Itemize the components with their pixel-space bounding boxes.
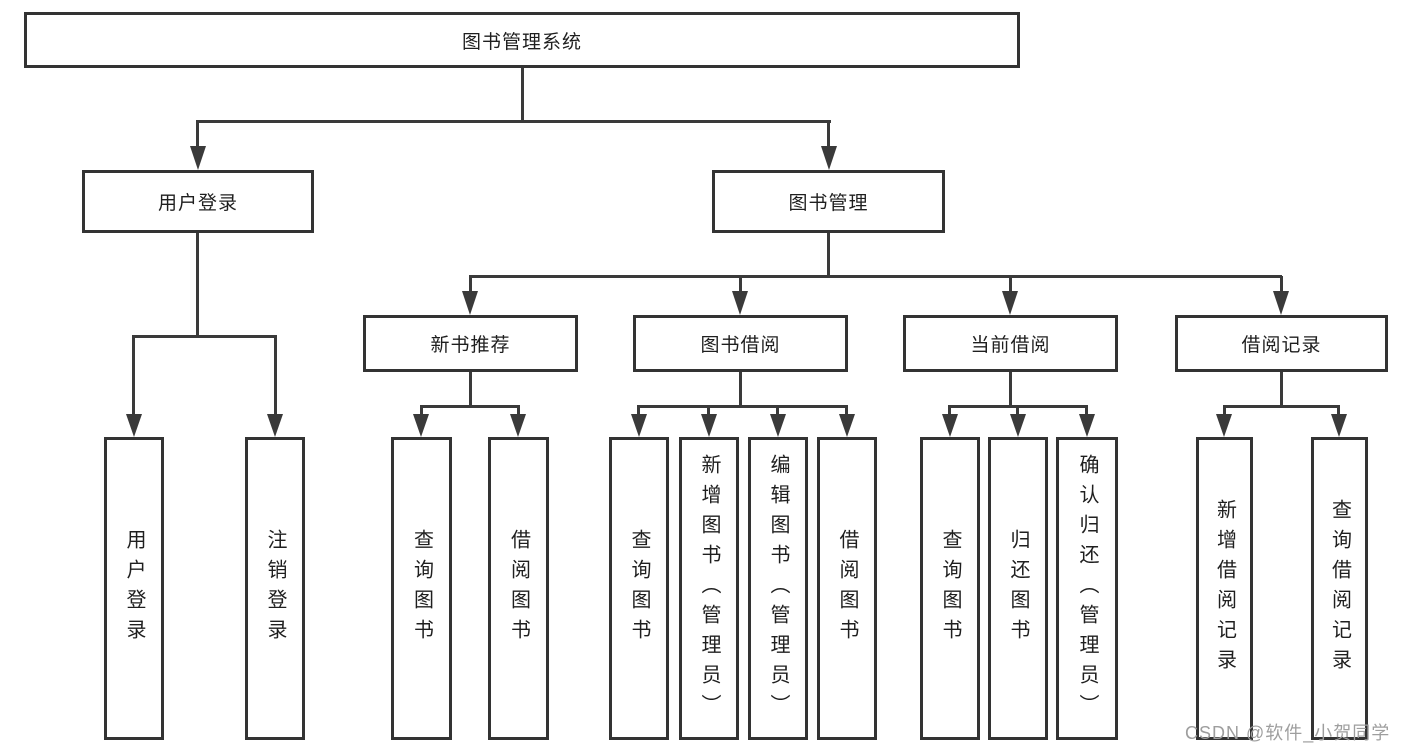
leaf-borrow-books-1: 借阅图书 xyxy=(488,437,549,740)
connector-leaf-drop xyxy=(1337,406,1340,415)
arrowhead-leaf-icon xyxy=(1010,414,1026,437)
leaf-label: 确认归还（管理员） xyxy=(1076,453,1098,724)
connector-level3-drop-1 xyxy=(469,276,472,292)
connector-level2-branch xyxy=(196,120,831,123)
leaf-confirm-return-admin: 确认归还（管理员） xyxy=(1056,437,1118,740)
node-borrowing-records: 借阅记录 xyxy=(1175,315,1388,372)
connector-borrowing-branch xyxy=(637,405,848,408)
arrowhead-leaf-icon xyxy=(1331,414,1347,437)
leaf-label: 归还图书 xyxy=(1007,528,1029,649)
leaf-user-login: 用户登录 xyxy=(104,437,164,740)
connector-borrowing-stem xyxy=(739,372,742,407)
connector-mgmt-stem xyxy=(827,233,830,277)
connector-user-drop-1 xyxy=(132,336,135,414)
connector-root-stem xyxy=(521,66,524,122)
node-root-system: 图书管理系统 xyxy=(24,12,1020,68)
leaf-add-books-admin: 新增图书（管理员） xyxy=(679,437,739,740)
leaf-query-books-3: 查询图书 xyxy=(920,437,980,740)
connector-user-branch xyxy=(132,335,277,338)
leaf-label: 借阅图书 xyxy=(507,528,530,649)
arrowhead-leaf-icon xyxy=(631,414,647,437)
arrowhead-leaf-icon xyxy=(413,414,429,437)
connector-current-stem xyxy=(1009,372,1012,407)
leaf-query-borrow-record: 查询借阅记录 xyxy=(1311,437,1368,740)
leaf-label: 注销登录 xyxy=(264,528,286,649)
connector-leaf-drop xyxy=(845,406,848,415)
node-label: 用户登录 xyxy=(157,193,238,214)
arrowhead-book-mgmt-icon xyxy=(821,146,837,170)
node-new-book-recommend: 新书推荐 xyxy=(363,315,578,372)
leaf-edit-books-admin: 编辑图书（管理员） xyxy=(748,437,808,740)
connector-level2-drop-left xyxy=(196,121,199,147)
node-label: 当前借阅 xyxy=(970,335,1051,356)
connector-leaf-drop xyxy=(420,406,423,415)
connector-newbooks-stem xyxy=(469,372,472,407)
arrowhead-leaf-icon xyxy=(510,414,526,437)
leaf-label: 编辑图书（管理员） xyxy=(767,453,789,724)
node-label: 图书管理 xyxy=(788,193,869,214)
connector-leaf-drop xyxy=(948,406,951,415)
arrowhead-leaf-icon xyxy=(126,414,142,437)
arrowhead-leaf-icon xyxy=(770,414,786,437)
node-current-borrowing: 当前借阅 xyxy=(903,315,1118,372)
leaf-borrow-books-2: 借阅图书 xyxy=(817,437,877,740)
arrowhead-borrowing-icon xyxy=(732,291,748,315)
arrowhead-leaf-icon xyxy=(839,414,855,437)
leaf-label: 查询图书 xyxy=(410,528,433,649)
arrowhead-new-books-icon xyxy=(462,291,478,315)
connector-level3-drop-3 xyxy=(1009,276,1012,292)
node-label: 新书推荐 xyxy=(430,335,511,356)
connector-leaf-drop xyxy=(1223,406,1226,415)
node-user-login-branch: 用户登录 xyxy=(82,170,314,233)
node-label: 图书借阅 xyxy=(700,335,781,356)
leaf-query-books-2: 查询图书 xyxy=(609,437,669,740)
connector-leaf-drop xyxy=(1085,406,1088,415)
connector-level3-branch xyxy=(469,275,1282,278)
arrowhead-leaf-icon xyxy=(267,414,283,437)
connector-newbooks-branch xyxy=(420,405,520,408)
connector-level2-drop-right xyxy=(827,121,830,147)
connector-leaf-drop xyxy=(637,406,640,415)
connector-records-branch xyxy=(1223,405,1340,408)
connector-level3-drop-2 xyxy=(739,276,742,292)
arrowhead-current-icon xyxy=(1002,291,1018,315)
leaf-label: 借阅图书 xyxy=(836,528,858,649)
connector-user-drop-2 xyxy=(274,336,277,414)
connector-level3-drop-4 xyxy=(1280,276,1283,292)
arrowhead-records-icon xyxy=(1273,291,1289,315)
connector-leaf-drop xyxy=(1016,406,1019,415)
connector-leaf-drop xyxy=(707,406,710,415)
leaf-add-borrow-record: 新增借阅记录 xyxy=(1196,437,1253,740)
arrowhead-leaf-icon xyxy=(1079,414,1095,437)
connector-records-stem xyxy=(1280,372,1283,407)
leaf-label: 新增借阅记录 xyxy=(1213,498,1236,679)
leaf-logout: 注销登录 xyxy=(245,437,305,740)
connector-leaf-drop xyxy=(517,406,520,415)
connector-user-stem xyxy=(196,233,199,337)
connector-leaf-drop xyxy=(776,406,779,415)
leaf-label: 新增图书（管理员） xyxy=(698,453,720,724)
leaf-query-books-1: 查询图书 xyxy=(391,437,452,740)
leaf-return-books: 归还图书 xyxy=(988,437,1048,740)
node-book-management: 图书管理 xyxy=(712,170,945,233)
node-label: 图书管理系统 xyxy=(461,31,582,53)
node-label: 借阅记录 xyxy=(1241,335,1322,356)
node-book-borrowing: 图书借阅 xyxy=(633,315,848,372)
leaf-label: 查询借阅记录 xyxy=(1328,498,1351,679)
leaf-label: 查询图书 xyxy=(939,528,961,649)
leaf-label: 查询图书 xyxy=(628,528,650,649)
arrowhead-user-login-icon xyxy=(190,146,206,170)
arrowhead-leaf-icon xyxy=(701,414,717,437)
arrowhead-leaf-icon xyxy=(942,414,958,437)
arrowhead-leaf-icon xyxy=(1216,414,1232,437)
leaf-label: 用户登录 xyxy=(123,528,145,649)
csdn-watermark: CSDN @软件_小贺同学 xyxy=(1185,723,1391,743)
